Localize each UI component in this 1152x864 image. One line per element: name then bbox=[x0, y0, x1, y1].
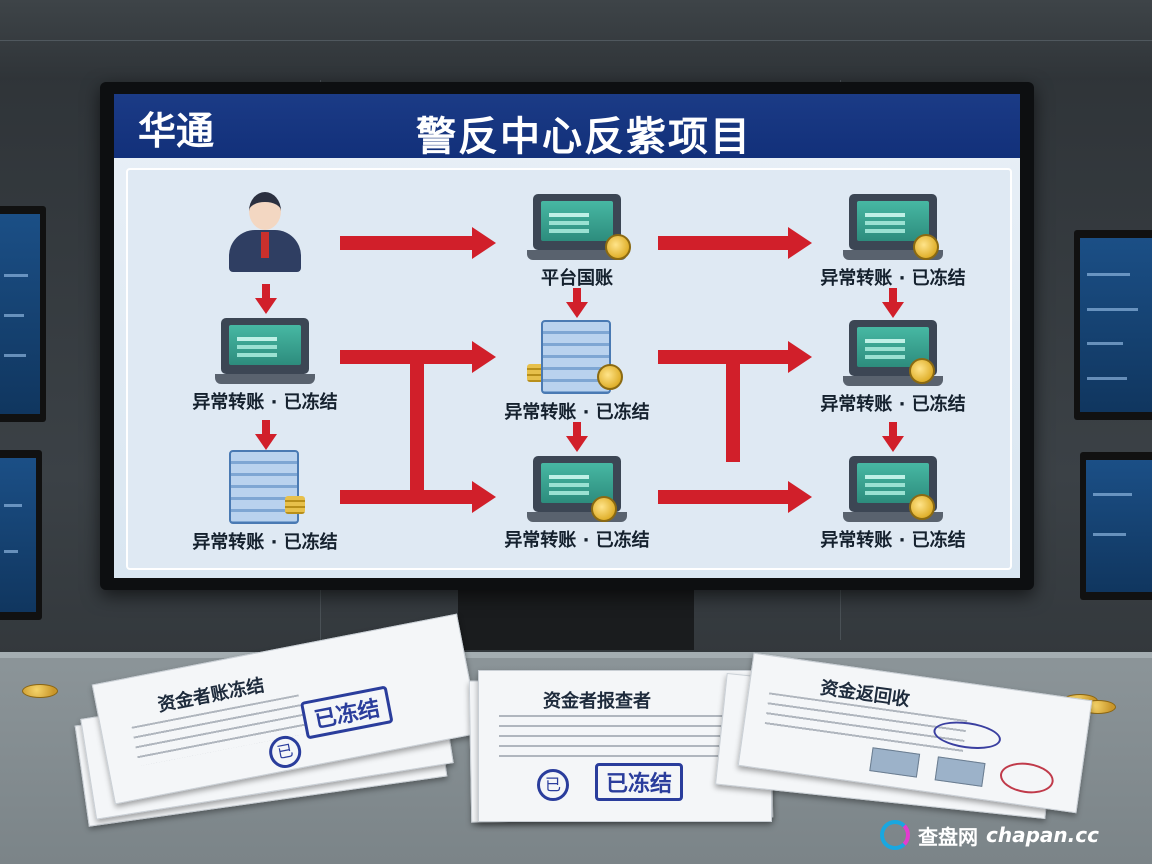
flow-arrow bbox=[340, 227, 496, 259]
flow-node-label: 异常转账 · 已冻结 bbox=[504, 530, 650, 551]
ceiling-divider bbox=[0, 40, 1152, 41]
flow-connector bbox=[726, 350, 740, 462]
flow-node-label: 平台国账 bbox=[541, 268, 613, 289]
frozen-stamp: 已冻结 bbox=[595, 763, 684, 801]
flow-node-label: 异常转账 · 已冻结 bbox=[192, 532, 338, 553]
flow-arrow-down bbox=[255, 420, 277, 450]
coin-icon bbox=[909, 358, 935, 384]
coin-icon bbox=[909, 494, 935, 520]
display-title: 警反中心反紫项目 bbox=[416, 114, 752, 160]
flow-node-label: 异常转账 · 已冻结 bbox=[820, 394, 966, 415]
flow-arrow-down bbox=[882, 422, 904, 452]
photo-thumbnail bbox=[934, 756, 986, 787]
officer-icon bbox=[225, 184, 305, 276]
red-seal-icon bbox=[998, 759, 1056, 797]
flow-node: 异常转账 · 已冻结 bbox=[492, 456, 662, 552]
server-stack-icon bbox=[527, 320, 627, 398]
watermark-domain: chapan.cc bbox=[986, 823, 1099, 847]
seal-icon: 已 bbox=[537, 769, 569, 801]
side-monitor-right-top bbox=[1074, 230, 1152, 420]
flow-arrow-down bbox=[255, 284, 277, 314]
flow-connector bbox=[410, 350, 424, 492]
watermark: 查盘网 chapan.cc bbox=[880, 820, 1099, 850]
flow-node-label: 异常转账 · 已冻结 bbox=[820, 268, 966, 289]
coin-icon bbox=[913, 234, 939, 260]
flow-diagram: 异常转账 · 已冻结 异常转账 · 已冻结 平台国账 异常转账 · 已冻结 bbox=[126, 168, 1012, 570]
coin-icon bbox=[591, 496, 617, 522]
frozen-stamp: 已冻结 bbox=[299, 685, 394, 740]
chapan-logo-icon bbox=[880, 820, 910, 850]
flow-node: 异常转账 · 已冻结 bbox=[180, 450, 350, 554]
flow-node-label: 异常转账 · 已冻结 bbox=[504, 402, 650, 423]
coin-icon bbox=[605, 234, 631, 260]
flow-arrow-down bbox=[566, 422, 588, 452]
flow-node: 异常转账 · 已冻结 bbox=[808, 194, 978, 290]
document-center: 资金者报查者 已 已冻结 bbox=[478, 670, 772, 822]
flow-node-label: 异常转账 · 已冻结 bbox=[192, 392, 338, 413]
flow-node: 异常转账 · 已冻结 bbox=[808, 320, 978, 416]
flow-arrow bbox=[658, 481, 812, 513]
laptop-icon bbox=[527, 194, 631, 264]
document-text bbox=[499, 715, 749, 765]
flow-node-officer bbox=[180, 184, 350, 276]
coin-icon bbox=[22, 684, 58, 698]
flow-arrow bbox=[340, 341, 496, 373]
wall-display: 华通 警反中心反紫项目 异常转账 · 已冻 bbox=[100, 82, 1034, 590]
flow-node: 异常转账 · 已冻结 bbox=[180, 318, 350, 414]
flow-node: 异常转账 · 已冻结 bbox=[492, 320, 662, 424]
side-monitor-right-bottom bbox=[1080, 452, 1152, 600]
laptop-icon bbox=[843, 194, 943, 264]
flow-arrow bbox=[658, 341, 812, 373]
flow-arrow bbox=[658, 227, 812, 259]
laptop-icon bbox=[843, 456, 943, 526]
side-monitor-left-top bbox=[0, 206, 46, 422]
watermark-brand: 查盘网 bbox=[918, 824, 978, 849]
flow-arrow bbox=[340, 481, 496, 513]
desk-edge bbox=[0, 652, 1152, 658]
flow-arrow-down bbox=[882, 288, 904, 318]
display-header: 华通 警反中心反紫项目 bbox=[114, 94, 1020, 160]
side-monitor-left-bottom bbox=[0, 450, 42, 620]
server-stack-icon bbox=[215, 450, 315, 528]
photo-thumbnail bbox=[869, 747, 921, 778]
flow-node: 平台国账 bbox=[492, 194, 662, 290]
flow-node-label: 异常转账 · 已冻结 bbox=[820, 530, 966, 551]
document-title: 资金者报查者 bbox=[543, 691, 651, 712]
laptop-icon bbox=[527, 456, 627, 526]
display-stand bbox=[458, 590, 694, 650]
display-screen: 华通 警反中心反紫项目 异常转账 · 已冻 bbox=[114, 94, 1020, 578]
coin-icon bbox=[597, 364, 623, 390]
brand-logo: 华通 bbox=[138, 109, 215, 153]
flow-arrow-down bbox=[566, 288, 588, 318]
laptop-icon bbox=[843, 320, 943, 390]
laptop-icon bbox=[215, 318, 315, 388]
flow-node: 异常转账 · 已冻结 bbox=[808, 456, 978, 552]
